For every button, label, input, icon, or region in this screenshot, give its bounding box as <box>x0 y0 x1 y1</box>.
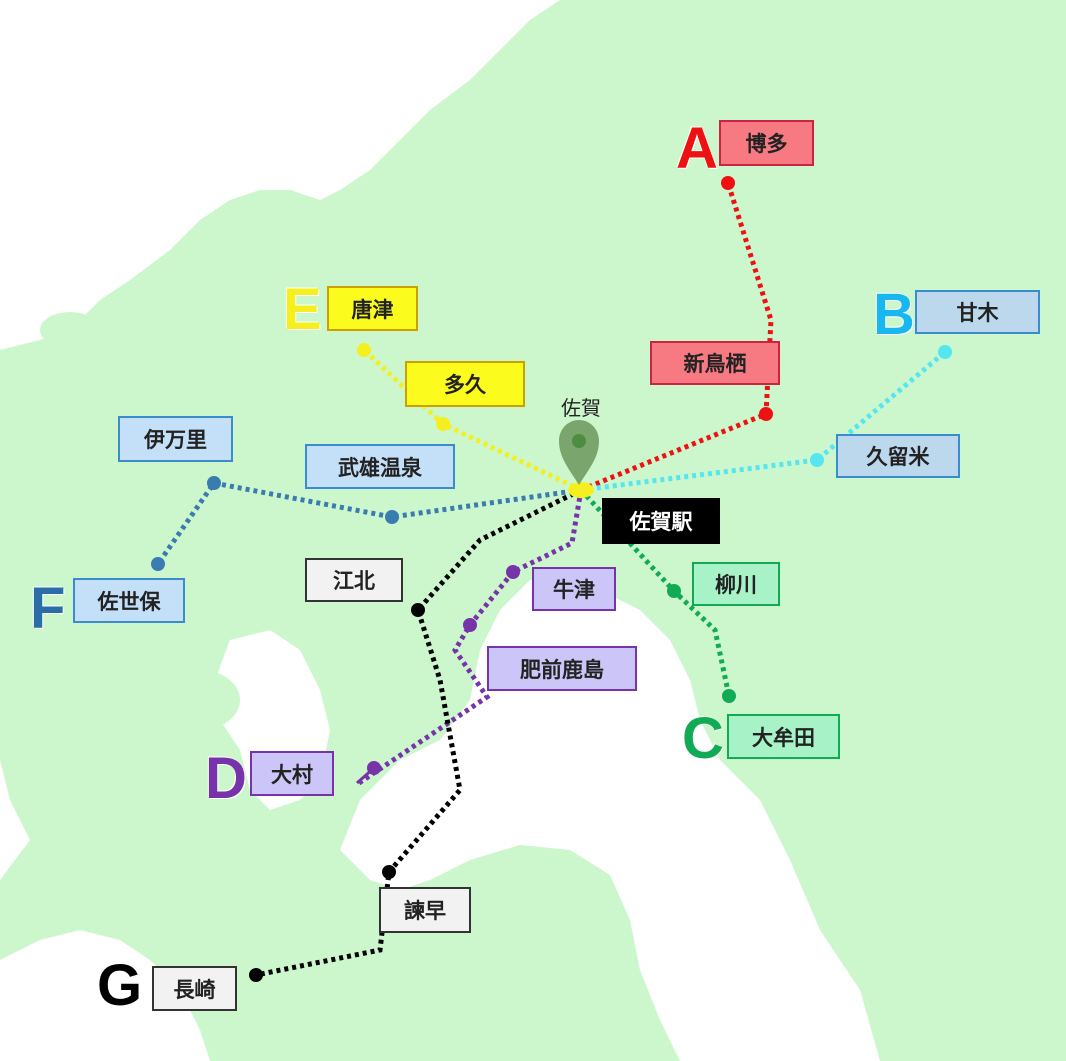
station-label-ushizu: 牛津 <box>532 567 616 611</box>
station-label-kohoku: 江北 <box>305 558 403 602</box>
station-dot-d-1 <box>463 618 477 632</box>
station-dot-d-0 <box>506 565 520 579</box>
route-letter-g: G <box>97 953 143 1018</box>
pin-shape <box>559 420 599 485</box>
station-dot-g-2 <box>249 968 263 982</box>
station-label-isahaya: 諫早 <box>379 887 471 933</box>
station-label-amagi: 甘木 <box>915 290 1040 334</box>
saga-station-marker <box>568 482 594 498</box>
station-label-hakata: 博多 <box>719 120 814 166</box>
route-line-c <box>579 488 732 697</box>
route-lines <box>151 176 952 982</box>
station-dot-c-0 <box>667 584 681 598</box>
station-dot-g-0 <box>411 603 425 617</box>
island-2 <box>40 312 100 348</box>
station-label-saga: 佐賀駅 <box>602 498 720 544</box>
route-letter-e: E <box>283 277 322 342</box>
station-dot-b-1 <box>938 345 952 359</box>
station-label-omura: 大村 <box>250 751 334 796</box>
route-letter-d: D <box>205 746 247 811</box>
pin-dot <box>572 434 586 448</box>
station-label-imari: 伊万里 <box>118 416 233 462</box>
station-dot-a-0 <box>759 407 773 421</box>
saga-caption: 佐賀 <box>561 396 601 420</box>
station-label-hizenkashima: 肥前鹿島 <box>487 646 637 691</box>
station-label-takeo-onsen: 武雄温泉 <box>305 444 455 489</box>
route-end-d <box>356 766 375 785</box>
station-dot-f-2 <box>151 557 165 571</box>
station-label-sasebo: 佐世保 <box>73 578 185 623</box>
station-label-shintosu: 新鳥栖 <box>650 341 780 385</box>
water-southeast <box>700 940 870 1061</box>
station-label-nagasaki: 長崎 <box>152 966 237 1011</box>
route-line-f <box>155 480 582 566</box>
map-pin-icon <box>559 420 599 498</box>
station-dot-g-1 <box>382 865 396 879</box>
station-dot-e-0 <box>436 417 450 431</box>
station-dot-a-1 <box>721 176 735 190</box>
station-dot-f-0 <box>385 510 399 524</box>
station-label-karatsu: 唐津 <box>327 286 418 331</box>
station-dot-e-1 <box>357 343 371 357</box>
route-line-g <box>255 487 583 978</box>
station-label-taku: 多久 <box>405 361 525 407</box>
island-1 <box>160 670 240 730</box>
route-letter-f: F <box>30 576 66 641</box>
station-dot-b-0 <box>810 453 824 467</box>
station-dot-c-1 <box>722 689 736 703</box>
route-letter-b: B <box>873 282 915 347</box>
station-label-omuta: 大牟田 <box>727 714 840 759</box>
station-label-kurume: 久留米 <box>836 434 960 478</box>
station-dot-f-1 <box>207 476 221 490</box>
water-south <box>0 930 210 1061</box>
route-letter-a: A <box>676 116 718 181</box>
station-label-yanagawa: 柳川 <box>692 562 780 606</box>
route-letter-c: C <box>682 706 724 771</box>
water-ariake-bay <box>495 690 700 870</box>
